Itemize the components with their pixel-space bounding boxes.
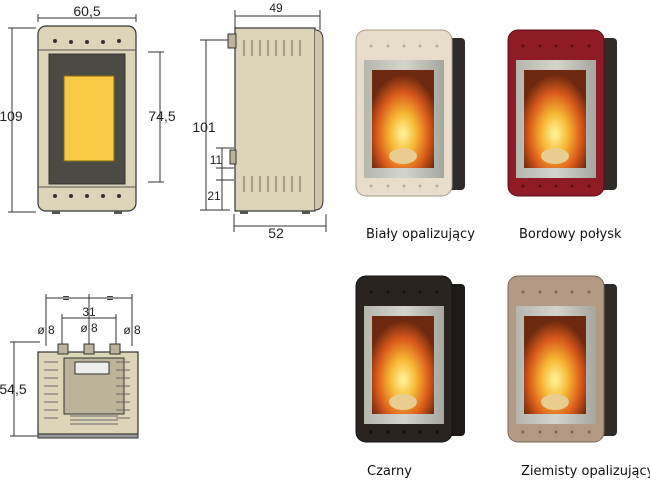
top-height-label: 54,5 (0, 381, 27, 397)
side-depth-top-label: 49 (269, 1, 283, 15)
stove-variant-earthy (507, 275, 617, 443)
front-view: 60,5 109 74,5 (0, 3, 176, 214)
top-equal-left: = (62, 291, 69, 305)
stove-variant-bordeaux (507, 29, 617, 197)
front-height-label: 109 (0, 108, 23, 124)
variant-label-earthy: Ziemisty opalizujący (521, 464, 650, 479)
front-width-label: 60,5 (73, 3, 100, 19)
top-pipe-mid-label: ø 8 (80, 321, 98, 335)
top-spacing-label: 31 (82, 305, 96, 319)
top-pipe-right-label: ø 8 (123, 323, 141, 337)
side-depth-bottom-label: 52 (268, 225, 284, 241)
stove-variant-black (355, 275, 465, 443)
top-pipe-left-label: ø 8 (37, 323, 55, 337)
top-equal-right: = (106, 291, 113, 305)
stove-variant-white (355, 29, 465, 197)
front-glass-label: 74,5 (148, 108, 175, 124)
stove-side-body (234, 27, 316, 212)
side-dim-a-label: 11 (210, 153, 223, 167)
variant-label-bordeaux: Bordowy połysk (519, 227, 622, 242)
stove-front-glass (63, 75, 115, 162)
variant-label-black: Czarny (367, 464, 412, 479)
side-view: 49 101 11 21 52 (192, 1, 327, 241)
variant-label-white: Biały opalizujący (366, 227, 475, 242)
side-height-label: 101 (192, 119, 216, 135)
side-dim-b-label: 21 (207, 189, 221, 203)
top-view: = = 31 ø 8 ø 8 ø 8 54,5 (0, 291, 141, 439)
